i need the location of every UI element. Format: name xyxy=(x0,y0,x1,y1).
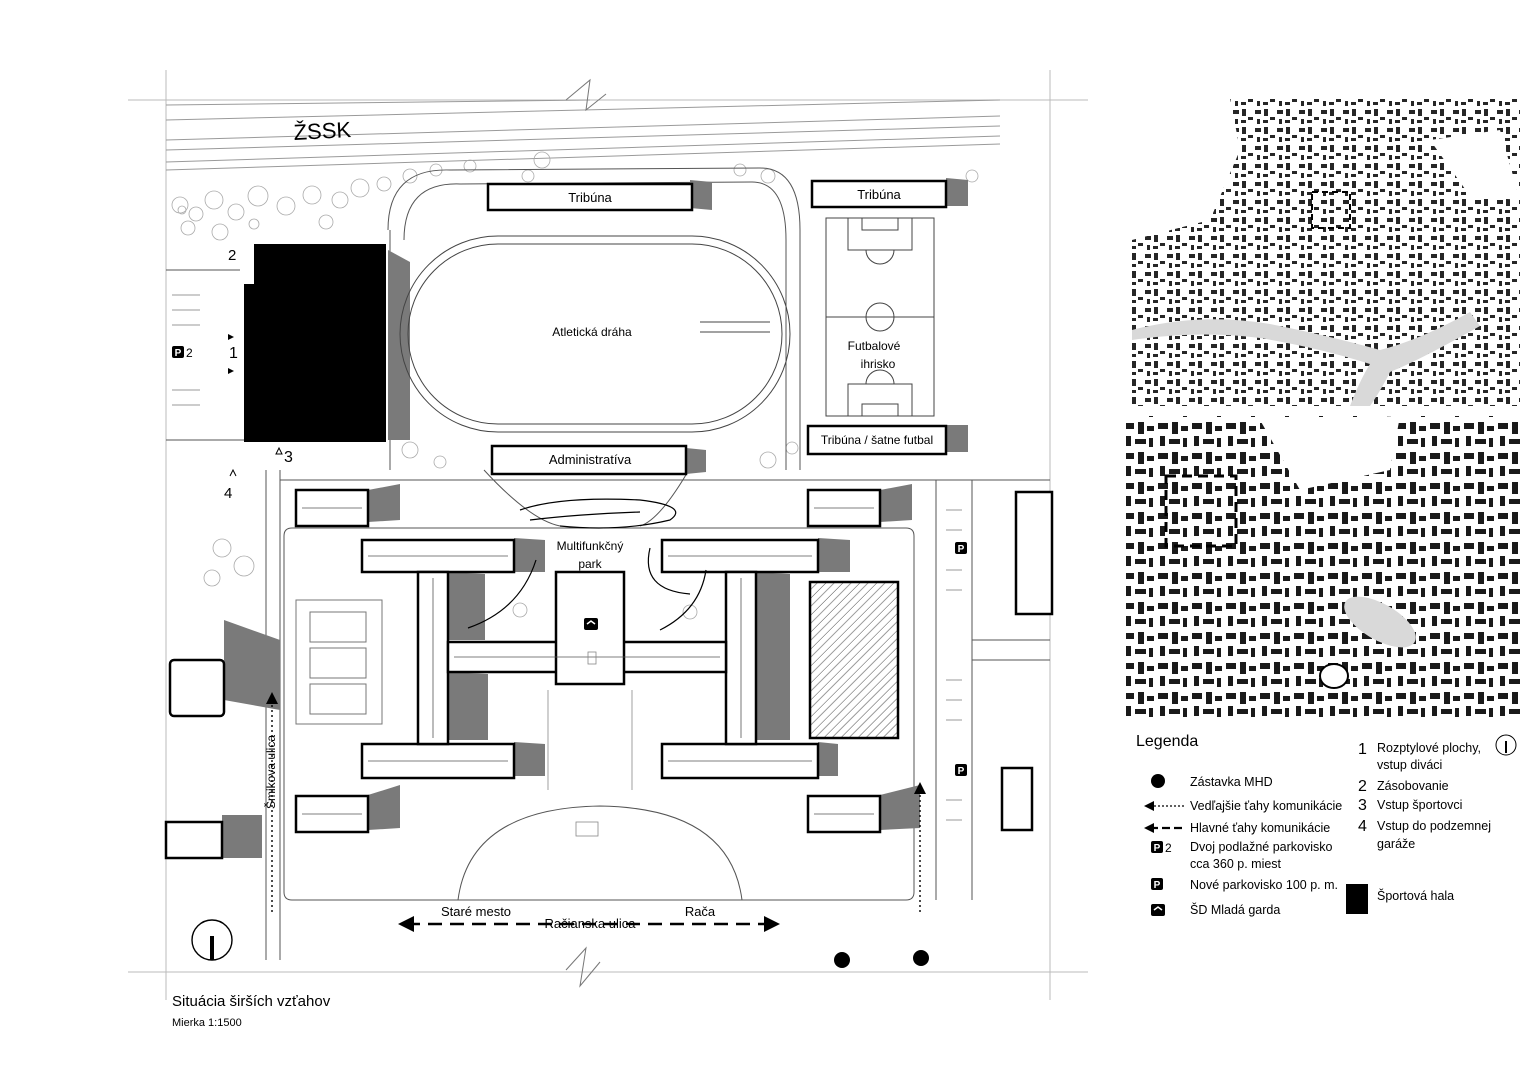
plaza xyxy=(547,651,633,837)
bus-stop-icon xyxy=(834,952,850,968)
tribuna-satne-label: Tribúna / šatne futbal xyxy=(821,433,933,447)
administrativa-label: Administratíva xyxy=(549,452,632,467)
legend-parking-p2-line2: cca 360 p. miest xyxy=(1190,857,1282,871)
legend-dotted-arrow-icon xyxy=(1144,801,1184,811)
parking-p2-number: 2 xyxy=(186,346,193,360)
raca-label: Rača xyxy=(685,904,716,919)
football-field xyxy=(825,217,935,417)
neighbour-buildings xyxy=(164,490,1054,860)
legend-parking-icon: P xyxy=(1151,878,1163,891)
football-field-label-2: ihrisko xyxy=(861,357,896,371)
svg-text:P: P xyxy=(1154,880,1161,891)
svg-text:P: P xyxy=(958,544,965,555)
legend-item-1-line1: Rozptylové plochy, xyxy=(1377,741,1481,755)
legend-number-2: 2 xyxy=(1358,778,1367,795)
legend-item-4-line2: garáže xyxy=(1377,837,1415,851)
svg-text:P: P xyxy=(958,766,965,777)
svg-text:P: P xyxy=(175,348,182,359)
parking-icon-east-1: P xyxy=(955,542,967,555)
marker-4: 4 xyxy=(224,485,232,502)
page-title: Situácia širších vzťahov xyxy=(172,993,331,1010)
legend-dashed-arrow-icon xyxy=(1144,823,1184,833)
legend-dorm-icon xyxy=(1151,904,1165,916)
shadows xyxy=(222,178,968,858)
legend-item-4-line1: Vstup do podzemnej xyxy=(1377,819,1491,833)
parking-icon: P xyxy=(172,346,184,359)
old-town-label: Staré mesto xyxy=(441,904,511,919)
legend-bus-stop: Zástavka MHD xyxy=(1190,775,1273,789)
railway-tracks xyxy=(165,78,1001,988)
svg-text:P: P xyxy=(1154,843,1161,854)
svg-text:2: 2 xyxy=(1165,841,1172,855)
legend-dorm: ŠD Mladá garda xyxy=(1190,902,1280,917)
football-field-label-1: Futbalové xyxy=(848,339,901,353)
dorm-icon xyxy=(584,618,598,630)
legend-secondary-roads: Vedľajšie ťahy komunikácie xyxy=(1190,799,1342,813)
legend-item-3: Vstup športovci xyxy=(1377,798,1462,812)
legend-sports-hall-swatch xyxy=(1346,884,1368,914)
marker-2: 2 xyxy=(228,247,236,264)
bus-stop-icon xyxy=(913,950,929,966)
legend-new-parking: Nové parkovisko 100 p. m. xyxy=(1190,878,1338,892)
athletics-stadium xyxy=(399,235,791,433)
legend-main-roads: Hlavné ťahy komunikácie xyxy=(1190,821,1330,835)
legend-heading: Legenda xyxy=(1136,733,1198,750)
legend-item-1-line2: vstup diváci xyxy=(1377,758,1442,772)
parking-icon-east-2: P xyxy=(955,764,967,777)
railway-label: ŽSSK xyxy=(293,117,352,145)
legend-bus-stop-icon xyxy=(1151,774,1165,788)
scale-label: Mierka 1:1500 xyxy=(172,1017,242,1029)
marker-1: 1 xyxy=(229,345,238,362)
building-roof-lines xyxy=(302,507,874,815)
legend-item-2: Zásobovanie xyxy=(1377,779,1449,793)
multifunction-park-label-2: park xyxy=(578,557,602,571)
gym-hall-hatched xyxy=(808,580,900,740)
tribuna-field-label: Tribúna xyxy=(857,187,901,202)
city-map-overview xyxy=(1132,98,1520,406)
sports-hall xyxy=(244,244,386,442)
parking-lines xyxy=(172,294,962,821)
city-map-detail xyxy=(1126,416,1520,722)
legend-number-3: 3 xyxy=(1358,797,1367,814)
stand-boxes xyxy=(486,179,948,476)
legend-sports-hall: Športová hala xyxy=(1377,888,1454,903)
north-arrow-icon xyxy=(191,919,233,961)
legend-parking-p2-icon: P 2 xyxy=(1151,841,1172,855)
park-paths xyxy=(467,498,707,631)
multifunction-park-label-1: Multifunkčný xyxy=(557,539,624,553)
legend-number-1: 1 xyxy=(1358,741,1367,758)
legend-parking-p2-line1: Dvoj podlažné parkovisko xyxy=(1190,840,1332,854)
trees xyxy=(171,151,979,620)
entry-arrows xyxy=(228,334,283,477)
athletics-track-label: Atletická dráha xyxy=(552,325,632,339)
tribuna-main-label: Tribúna xyxy=(568,190,612,205)
smikova-street-label: Šmikova ulica xyxy=(263,735,278,809)
north-arrow-icon xyxy=(1495,734,1517,756)
marker-3: 3 xyxy=(284,449,293,466)
legend-number-4: 4 xyxy=(1358,818,1367,835)
traffic-arrows xyxy=(266,692,926,932)
tennis-courts xyxy=(295,599,383,725)
